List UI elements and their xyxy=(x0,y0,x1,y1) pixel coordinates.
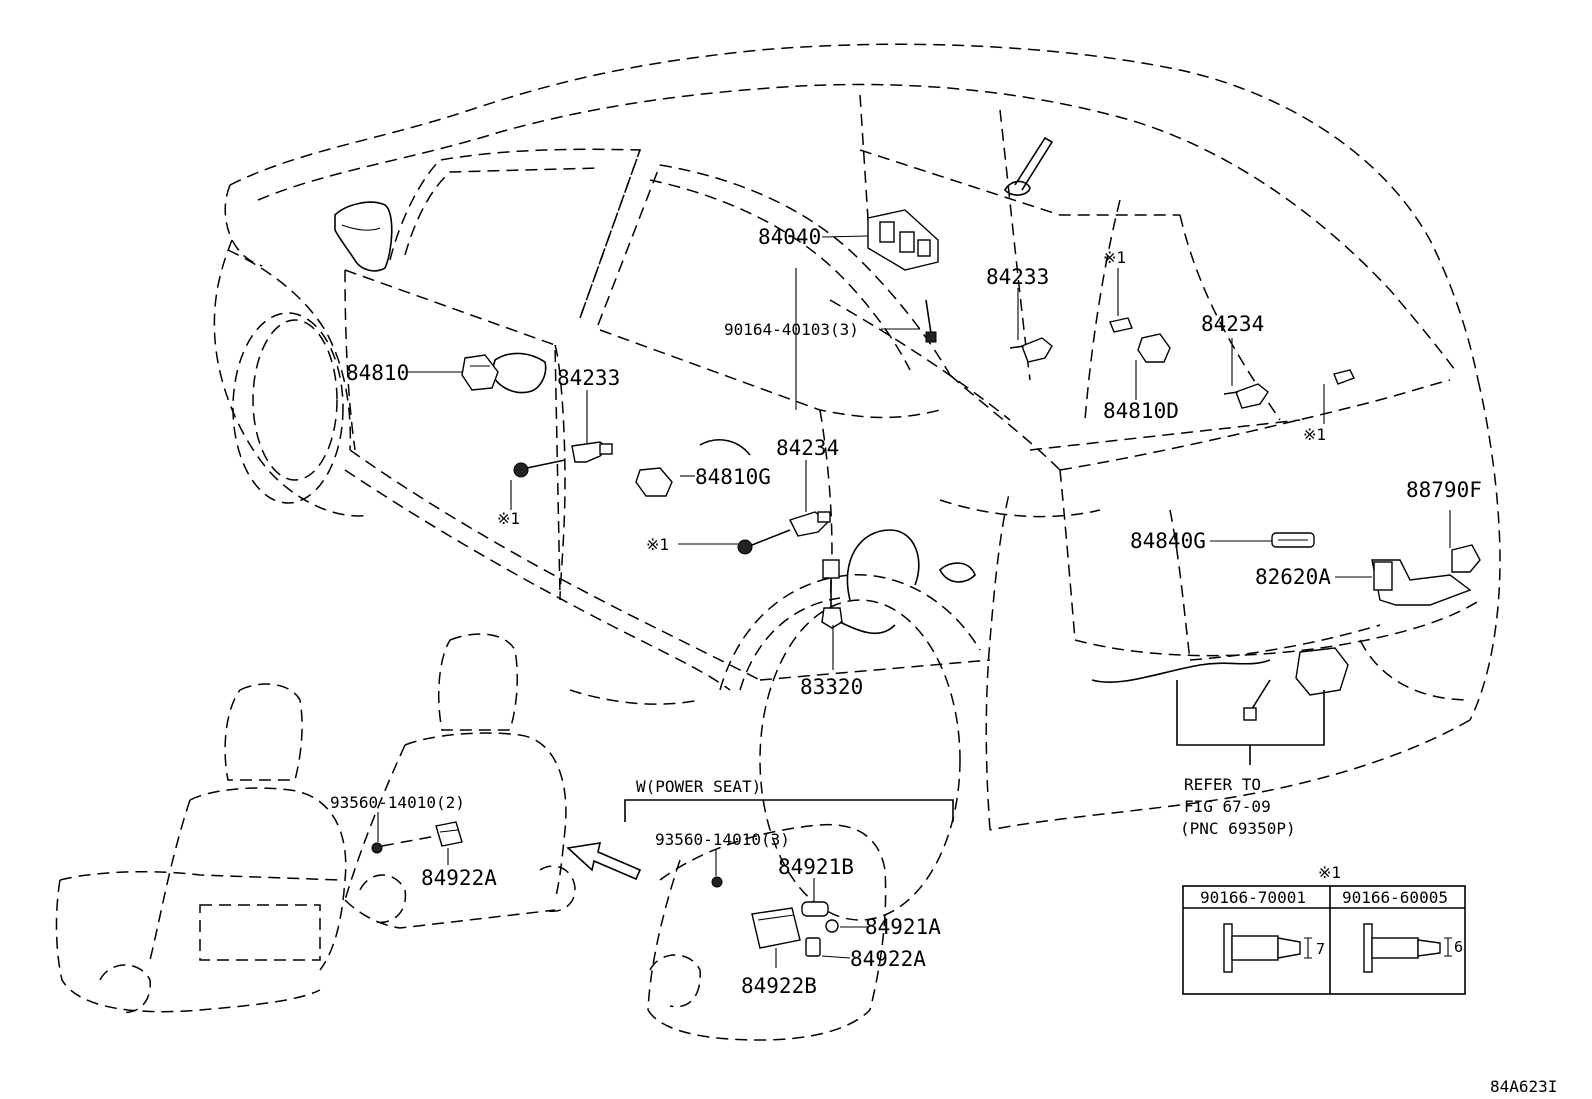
bolt-table-title: ※1 xyxy=(1318,863,1341,882)
label-84922A-seat: 84922A xyxy=(421,866,497,890)
label-power-seat: W(POWER SEAT) xyxy=(636,777,761,796)
refer-line-3: (PNC 69350P) xyxy=(1180,819,1296,838)
label-93560-2: 93560-14010(2) xyxy=(330,793,465,812)
part-84040-switch xyxy=(867,209,939,271)
bolt-90166-70001-icon xyxy=(1223,923,1312,973)
label-84810G: 84810G xyxy=(695,465,771,489)
label-84921A: 84921A xyxy=(865,915,941,939)
part-88790F-sensor xyxy=(1451,544,1481,573)
label-88790F: 88790F xyxy=(1406,478,1482,502)
label-84233-top: 84233 xyxy=(986,265,1049,289)
power-seat-drawing xyxy=(647,823,887,1041)
bolt-dim-2: 6 xyxy=(1454,938,1463,956)
label-84040: 84040 xyxy=(758,225,821,249)
part-84234-door-switch xyxy=(789,511,831,537)
label-84234-door: 84234 xyxy=(776,436,839,460)
label-84810D: 84810D xyxy=(1103,399,1179,423)
note-mark-rear: ※1 xyxy=(1303,425,1326,444)
car-body-outline xyxy=(213,43,1501,921)
label-84234-top: 84234 xyxy=(1201,312,1264,336)
note-mark-door-right: ※1 xyxy=(646,535,669,554)
part-82620A-bracket xyxy=(1371,559,1472,606)
note-mark-door-left: ※1 xyxy=(497,509,520,528)
part-bolt-door-left xyxy=(513,459,566,478)
part-rear-harness xyxy=(1091,647,1349,721)
bolt-90166-60005-icon xyxy=(1363,923,1452,973)
label-84922A-pw: 84922A xyxy=(850,947,926,971)
part-90164-bolt xyxy=(925,299,937,343)
part-84922A-seat-sensor xyxy=(371,821,463,854)
part-84810G-sensor xyxy=(635,467,673,497)
leader-lines xyxy=(377,235,1451,968)
label-90164: 90164-40103(3) xyxy=(724,320,859,339)
label-84810: 84810 xyxy=(346,361,409,385)
direction-arrow-icon xyxy=(566,842,642,881)
part-bolt-rear-left xyxy=(1109,317,1133,333)
fuel-door xyxy=(846,529,976,601)
bolt-table-col1: 90166-70001 xyxy=(1200,888,1306,907)
label-84921B: 84921B xyxy=(778,855,854,879)
part-84810-sensor xyxy=(461,354,499,391)
part-84233-door-switch xyxy=(571,441,613,463)
label-84840G: 84840G xyxy=(1130,529,1206,553)
part-bolt-door-right xyxy=(737,529,791,555)
bolt-table: ※1 90166-70001 90166-60005 7 6 xyxy=(1182,863,1466,995)
part-84233-rear-switch xyxy=(1009,337,1053,363)
part-bolt-rear-right xyxy=(1333,369,1355,385)
antenna xyxy=(1004,136,1054,196)
part-labels: 84040 90164-40103(3) 84233 84234 84810 8… xyxy=(330,225,1557,1096)
label-84922B: 84922B xyxy=(741,974,817,998)
label-82620A: 82620A xyxy=(1255,565,1331,589)
label-83320: 83320 xyxy=(800,675,863,699)
label-93560-3: 93560-14010(3) xyxy=(655,830,790,849)
refer-bracket xyxy=(1176,680,1325,765)
seat-left xyxy=(55,683,347,1014)
part-84234-rear-switch xyxy=(1223,383,1269,409)
seat-right xyxy=(344,633,576,929)
part-83320-fuel-sender xyxy=(821,559,896,635)
part-84840G-switch xyxy=(1271,532,1315,548)
label-84233-door: 84233 xyxy=(557,366,620,390)
part-84810D-sensor xyxy=(1137,333,1171,363)
power-seat-frame xyxy=(624,799,954,822)
note-mark-top: ※1 xyxy=(1103,248,1126,267)
door-handles xyxy=(491,352,751,456)
side-mirror xyxy=(334,201,393,272)
refer-line-2: FIG 67-09 xyxy=(1184,797,1271,816)
diagram-code: 84A623I xyxy=(1490,1077,1557,1096)
bolt-table-col2: 90166-60005 xyxy=(1342,888,1448,907)
bolt-dim-1: 7 xyxy=(1316,940,1325,958)
refer-line-1: REFER TO xyxy=(1184,775,1261,794)
